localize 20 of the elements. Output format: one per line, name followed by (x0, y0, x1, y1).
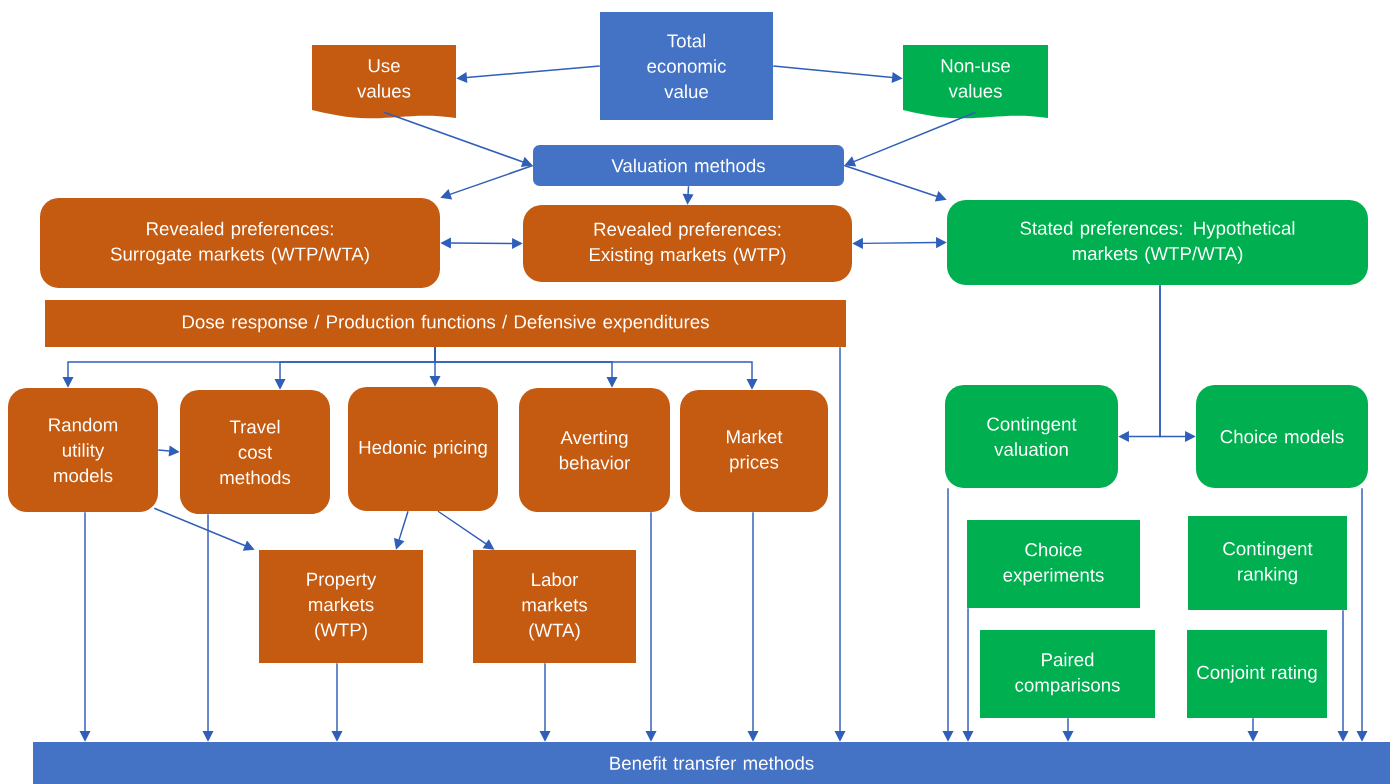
process-box: Property markets (WTP) (259, 550, 423, 663)
rounded-box: Contingent valuation (945, 385, 1118, 488)
process-box: Choice experiments (967, 520, 1140, 608)
rounded-box: Revealed preferences: Existing markets (WTP) (523, 205, 852, 282)
process-box: Contingent ranking (1188, 516, 1347, 610)
rounded-box: Hedonic pricing (348, 387, 498, 511)
process-box: Total economic value (600, 12, 773, 120)
process-box: Labor markets (WTA) (473, 550, 636, 663)
rounded-box: Market prices (680, 390, 828, 512)
rounded-box: Random utility models (8, 388, 158, 512)
process-box: Conjoint rating (1187, 630, 1327, 718)
rounded-box: Choice models (1196, 385, 1368, 488)
rounded-box: Valuation methods (533, 145, 844, 186)
process-box: Paired comparisons (980, 630, 1155, 718)
rounded-box: Stated preferences: Hypothetical markets (WTP/WTA) (947, 200, 1368, 285)
rounded-box: Averting behavior (519, 388, 670, 512)
rounded-box: Revealed preferences: Surrogate markets (WTP/WTA) (40, 198, 440, 288)
process-box: Dose response / Production functions / Defensive expenditures (45, 300, 846, 347)
rounded-box: Travel cost methods (180, 390, 330, 514)
process-box: Benefit transfer methods (33, 742, 1390, 784)
